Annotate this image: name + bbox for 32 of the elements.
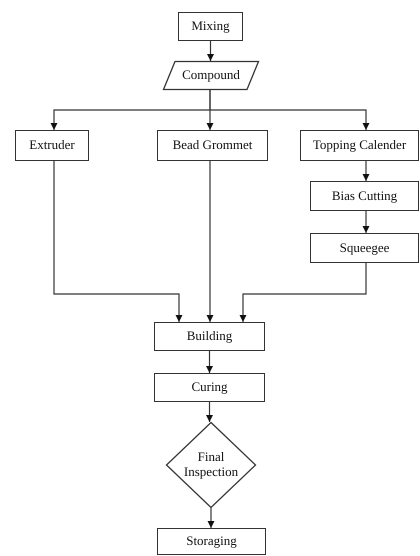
node-label: Final Inspection <box>182 450 240 480</box>
process-box <box>310 233 419 263</box>
arrow <box>208 508 214 528</box>
arrow <box>206 161 214 322</box>
process-box <box>157 130 268 161</box>
arrow <box>209 90 370 130</box>
arrow <box>207 41 214 61</box>
arrow <box>206 351 213 373</box>
arrow <box>362 161 370 181</box>
data-parallelogram <box>163 61 259 90</box>
arrow <box>240 263 367 322</box>
node-label: Curing <box>191 380 228 395</box>
node-label: Bias Cutting <box>332 188 398 204</box>
node-label: Compound <box>182 68 240 83</box>
arrow <box>206 402 213 422</box>
decision-diamond <box>166 422 256 508</box>
node-label: Extruder <box>29 138 75 153</box>
node-label: Bead Grommet <box>172 138 252 153</box>
process-box <box>300 130 419 161</box>
node-label: Topping Calender <box>312 138 406 153</box>
node-label: Building <box>186 329 232 344</box>
process-box <box>310 181 419 211</box>
process-box <box>178 12 243 41</box>
process-box <box>154 373 265 402</box>
node-label: Mixing <box>191 19 230 34</box>
process-box <box>154 322 265 351</box>
node-label: Squeegee <box>340 240 390 256</box>
process-box <box>15 130 89 161</box>
process-box <box>157 528 266 555</box>
arrow <box>362 211 370 233</box>
node-label: Storaging <box>186 534 237 549</box>
arrow <box>53 161 182 322</box>
